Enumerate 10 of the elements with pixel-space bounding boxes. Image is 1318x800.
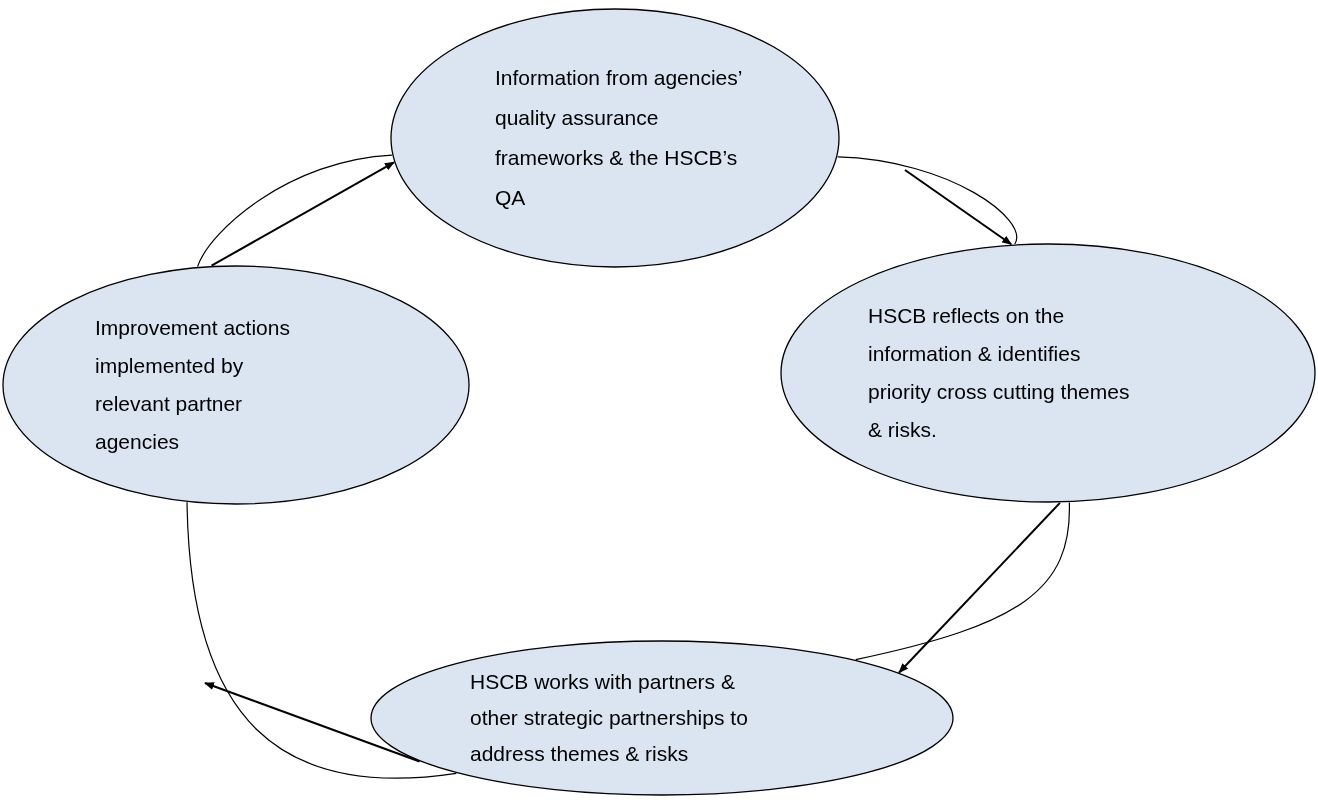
arrow <box>204 682 421 763</box>
connector-arc <box>186 501 457 779</box>
step-text: HSCB reflects on the information & identifies priority cross cutting themes & risks. <box>868 303 1130 443</box>
step-text: Information from agencies’ quality assurance frameworks & the HSCB’s QA <box>495 65 743 211</box>
step-text: Improvement actions implemented by relevant partner agencies <box>95 315 291 455</box>
connector-arc <box>855 502 1070 661</box>
arrow <box>898 501 1061 674</box>
arrow <box>904 169 1013 246</box>
step-text: HSCB works with partners & other strategic partnerships to address themes & risks <box>470 669 749 767</box>
connector-arc <box>837 156 1018 245</box>
